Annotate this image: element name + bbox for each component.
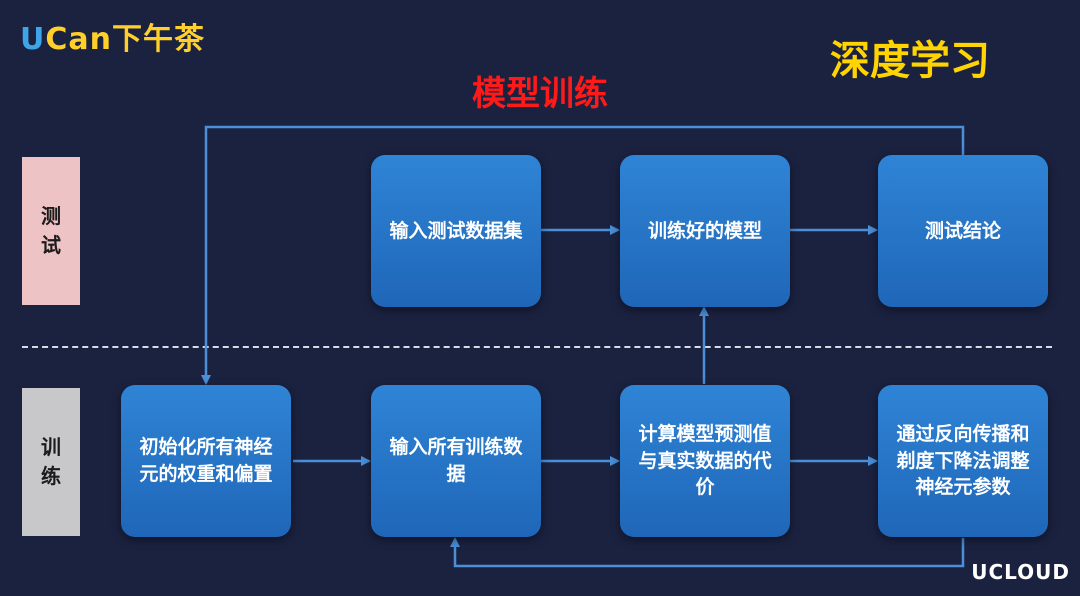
box-trained-model: 训练好的模型	[620, 155, 790, 307]
box-initialize-weights: 初始化所有神经元的权重和偏置	[121, 385, 291, 537]
subject-title: 深度学习	[830, 38, 990, 84]
logo-u-part: U	[20, 22, 46, 57]
logo-rest-part: Can下午茶	[45, 22, 205, 57]
diagram-title: 模型训练	[472, 74, 608, 114]
box-input-test-data: 输入测试数据集	[371, 155, 541, 307]
lane-label-train: 训练	[22, 388, 80, 536]
box-compute-cost: 计算模型预测值与真实数据的代价	[620, 385, 790, 537]
footer-brand: UCLOUD	[971, 560, 1070, 584]
arrow-adjust-to-input	[450, 537, 965, 568]
brand-logo: UCan下午茶	[20, 14, 205, 58]
box-test-conclusion: 测试结论	[878, 155, 1048, 307]
box-input-training-data: 输入所有训练数据	[371, 385, 541, 537]
arrow-conclusion-to-init	[201, 125, 965, 385]
box-backprop-adjust: 通过反向传播和剃度下降法调整神经元参数	[878, 385, 1048, 537]
lane-divider	[22, 346, 1052, 348]
lane-label-test: 测试	[22, 157, 80, 305]
